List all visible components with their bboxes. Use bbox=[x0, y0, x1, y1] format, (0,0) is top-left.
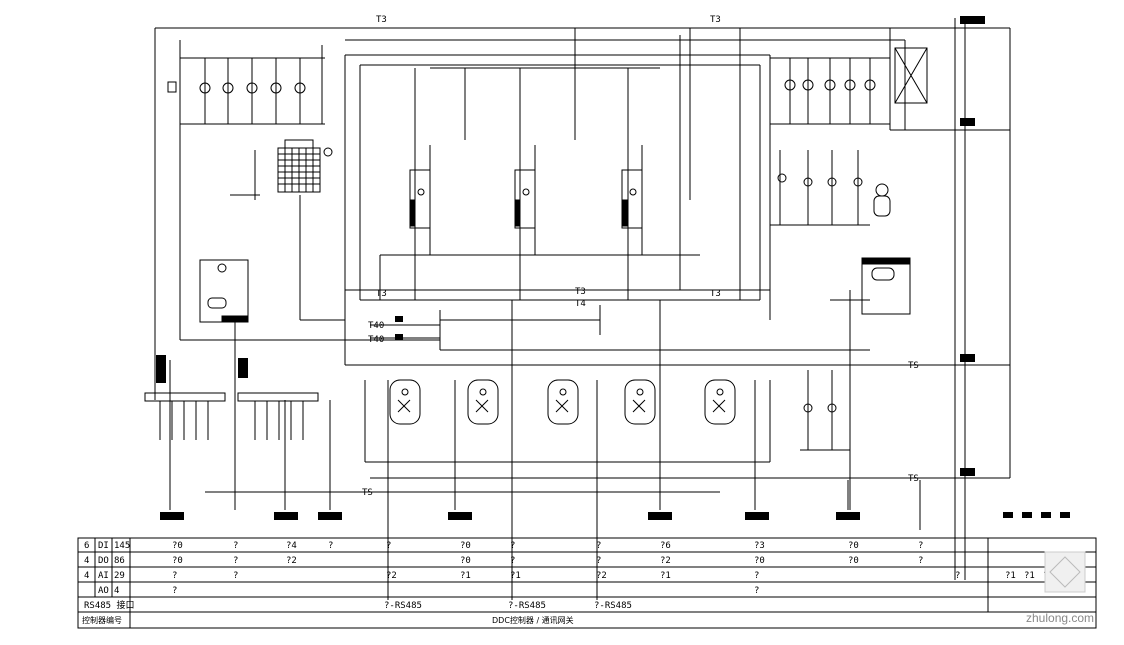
svg-text:?: ? bbox=[172, 571, 177, 581]
svg-text:?1: ?1 bbox=[510, 571, 521, 581]
svg-text:?: ? bbox=[233, 571, 238, 581]
pump-r1 bbox=[784, 58, 796, 124]
table-cells: ?0 ? ?4 ? ? ?0 ? ? ?6 ?3 ?0 ? ?0 ? ?2 ?0… bbox=[172, 541, 1073, 611]
svg-text:?6: ?6 bbox=[660, 541, 671, 551]
pump-r4 bbox=[844, 58, 856, 124]
instrument-tags: T3 T3 T3 T3 T3 T4 T40 T40 TS TS TS bbox=[362, 15, 919, 498]
tank-3 bbox=[547, 379, 579, 425]
svg-text:?: ? bbox=[918, 541, 923, 551]
tag-t40-b: T40 bbox=[368, 335, 384, 345]
chiller-1 bbox=[409, 145, 431, 255]
svg-text:4: 4 bbox=[114, 586, 119, 596]
svg-text:DDC控制器 / 通讯网关: DDC控制器 / 通讯网关 bbox=[492, 615, 574, 625]
svg-text:?: ? bbox=[754, 586, 759, 596]
svg-text:?4: ?4 bbox=[286, 541, 297, 551]
svg-text:?1: ?1 bbox=[1005, 571, 1016, 581]
svg-text:145: 145 bbox=[114, 541, 130, 551]
tag-t40-a: T40 bbox=[368, 321, 384, 331]
svg-text:?2: ?2 bbox=[286, 556, 297, 566]
svg-text:?-RS485: ?-RS485 bbox=[594, 601, 632, 611]
tank-5 bbox=[704, 379, 736, 425]
svg-text:?: ? bbox=[510, 556, 515, 566]
pump-2 bbox=[222, 58, 234, 124]
svg-text:?0: ?0 bbox=[172, 556, 183, 566]
tank-1 bbox=[389, 379, 421, 425]
tag-t3-bottom-right: T3 bbox=[710, 289, 721, 299]
chillers bbox=[409, 145, 643, 255]
ddc-controllers bbox=[156, 16, 1070, 520]
field-device-bars bbox=[144, 392, 319, 440]
tag-t3-bottom-left: T3 bbox=[376, 289, 387, 299]
svg-text:?: ? bbox=[754, 571, 759, 581]
storage-tanks bbox=[389, 379, 736, 425]
pump-r5 bbox=[864, 58, 876, 124]
cooling-tower bbox=[277, 139, 333, 193]
right-pump-group bbox=[784, 47, 928, 124]
svg-text:4: 4 bbox=[84, 571, 89, 581]
svg-text:?: ? bbox=[596, 541, 601, 551]
svg-text:?: ? bbox=[328, 541, 333, 551]
pump-r3 bbox=[824, 58, 836, 124]
svg-text:?0: ?0 bbox=[460, 556, 471, 566]
tag-t3-top-left: T3 bbox=[376, 15, 387, 25]
svg-text:?: ? bbox=[233, 541, 238, 551]
svg-text:?3: ?3 bbox=[754, 541, 765, 551]
svg-text:?1: ?1 bbox=[1024, 571, 1035, 581]
svg-text:86: 86 bbox=[114, 556, 125, 566]
svg-text:?: ? bbox=[510, 541, 515, 551]
right-sub-pumps bbox=[777, 150, 863, 450]
svg-text:?0: ?0 bbox=[172, 541, 183, 551]
left-pump-group bbox=[167, 45, 323, 124]
svg-text:AO: AO bbox=[98, 586, 109, 596]
svg-text:?-RS485: ?-RS485 bbox=[508, 601, 546, 611]
svg-text:?2: ?2 bbox=[386, 571, 397, 581]
svg-text:?0: ?0 bbox=[460, 541, 471, 551]
pump-4 bbox=[270, 58, 282, 124]
svg-text:?2: ?2 bbox=[660, 556, 671, 566]
svg-text:?0: ?0 bbox=[754, 556, 765, 566]
tank-2 bbox=[467, 379, 499, 425]
svg-text:DO: DO bbox=[98, 556, 109, 566]
pump-5 bbox=[294, 58, 306, 124]
svg-text:?: ? bbox=[233, 556, 238, 566]
watermark-logo: zhulong.com bbox=[1026, 551, 1094, 625]
tag-t4: T4 bbox=[575, 299, 586, 309]
tag-ts-mid: TS bbox=[908, 361, 919, 371]
svg-text:?: ? bbox=[955, 571, 960, 581]
svg-text:?-RS485: ?-RS485 bbox=[384, 601, 422, 611]
chiller-2 bbox=[514, 145, 536, 255]
svg-text:AI: AI bbox=[98, 571, 109, 581]
svg-text:?: ? bbox=[918, 556, 923, 566]
svg-text:29: 29 bbox=[114, 571, 125, 581]
svg-text:6: 6 bbox=[84, 541, 89, 551]
point-table bbox=[77, 537, 1097, 629]
tag-ts-bottom: TS bbox=[908, 474, 919, 484]
svg-text:?0: ?0 bbox=[848, 556, 859, 566]
tag-t3-bottom-mid: T3 bbox=[575, 287, 586, 297]
svg-text:?: ? bbox=[172, 586, 177, 596]
packaged-units bbox=[199, 183, 911, 323]
svg-text:?1: ?1 bbox=[660, 571, 671, 581]
table-row-labels: 6 DI 145 4 DO 86 4 AI 29 AO 4 RS485 接口 控… bbox=[82, 541, 574, 625]
tag-ts-left: TS bbox=[362, 488, 373, 498]
tag-t3-top-right: T3 bbox=[710, 15, 721, 25]
svg-text:?0: ?0 bbox=[848, 541, 859, 551]
heat-exchanger-box bbox=[894, 47, 928, 104]
svg-text:?: ? bbox=[386, 541, 391, 551]
pump-3 bbox=[246, 58, 258, 124]
valve-box bbox=[167, 81, 177, 93]
pump-1 bbox=[199, 58, 211, 124]
svg-text:DI: DI bbox=[98, 541, 109, 551]
pump-r2 bbox=[802, 58, 814, 124]
svg-text:控制器编号: 控制器编号 bbox=[82, 615, 122, 625]
svg-text:4: 4 bbox=[84, 556, 89, 566]
svg-text:?1: ?1 bbox=[460, 571, 471, 581]
svg-text:RS485 接口: RS485 接口 bbox=[84, 599, 135, 611]
tank-4 bbox=[624, 379, 656, 425]
svg-text:?: ? bbox=[596, 556, 601, 566]
watermark-text: zhulong.com bbox=[1026, 611, 1094, 625]
svg-text:?2: ?2 bbox=[596, 571, 607, 581]
chiller-3 bbox=[621, 145, 643, 255]
